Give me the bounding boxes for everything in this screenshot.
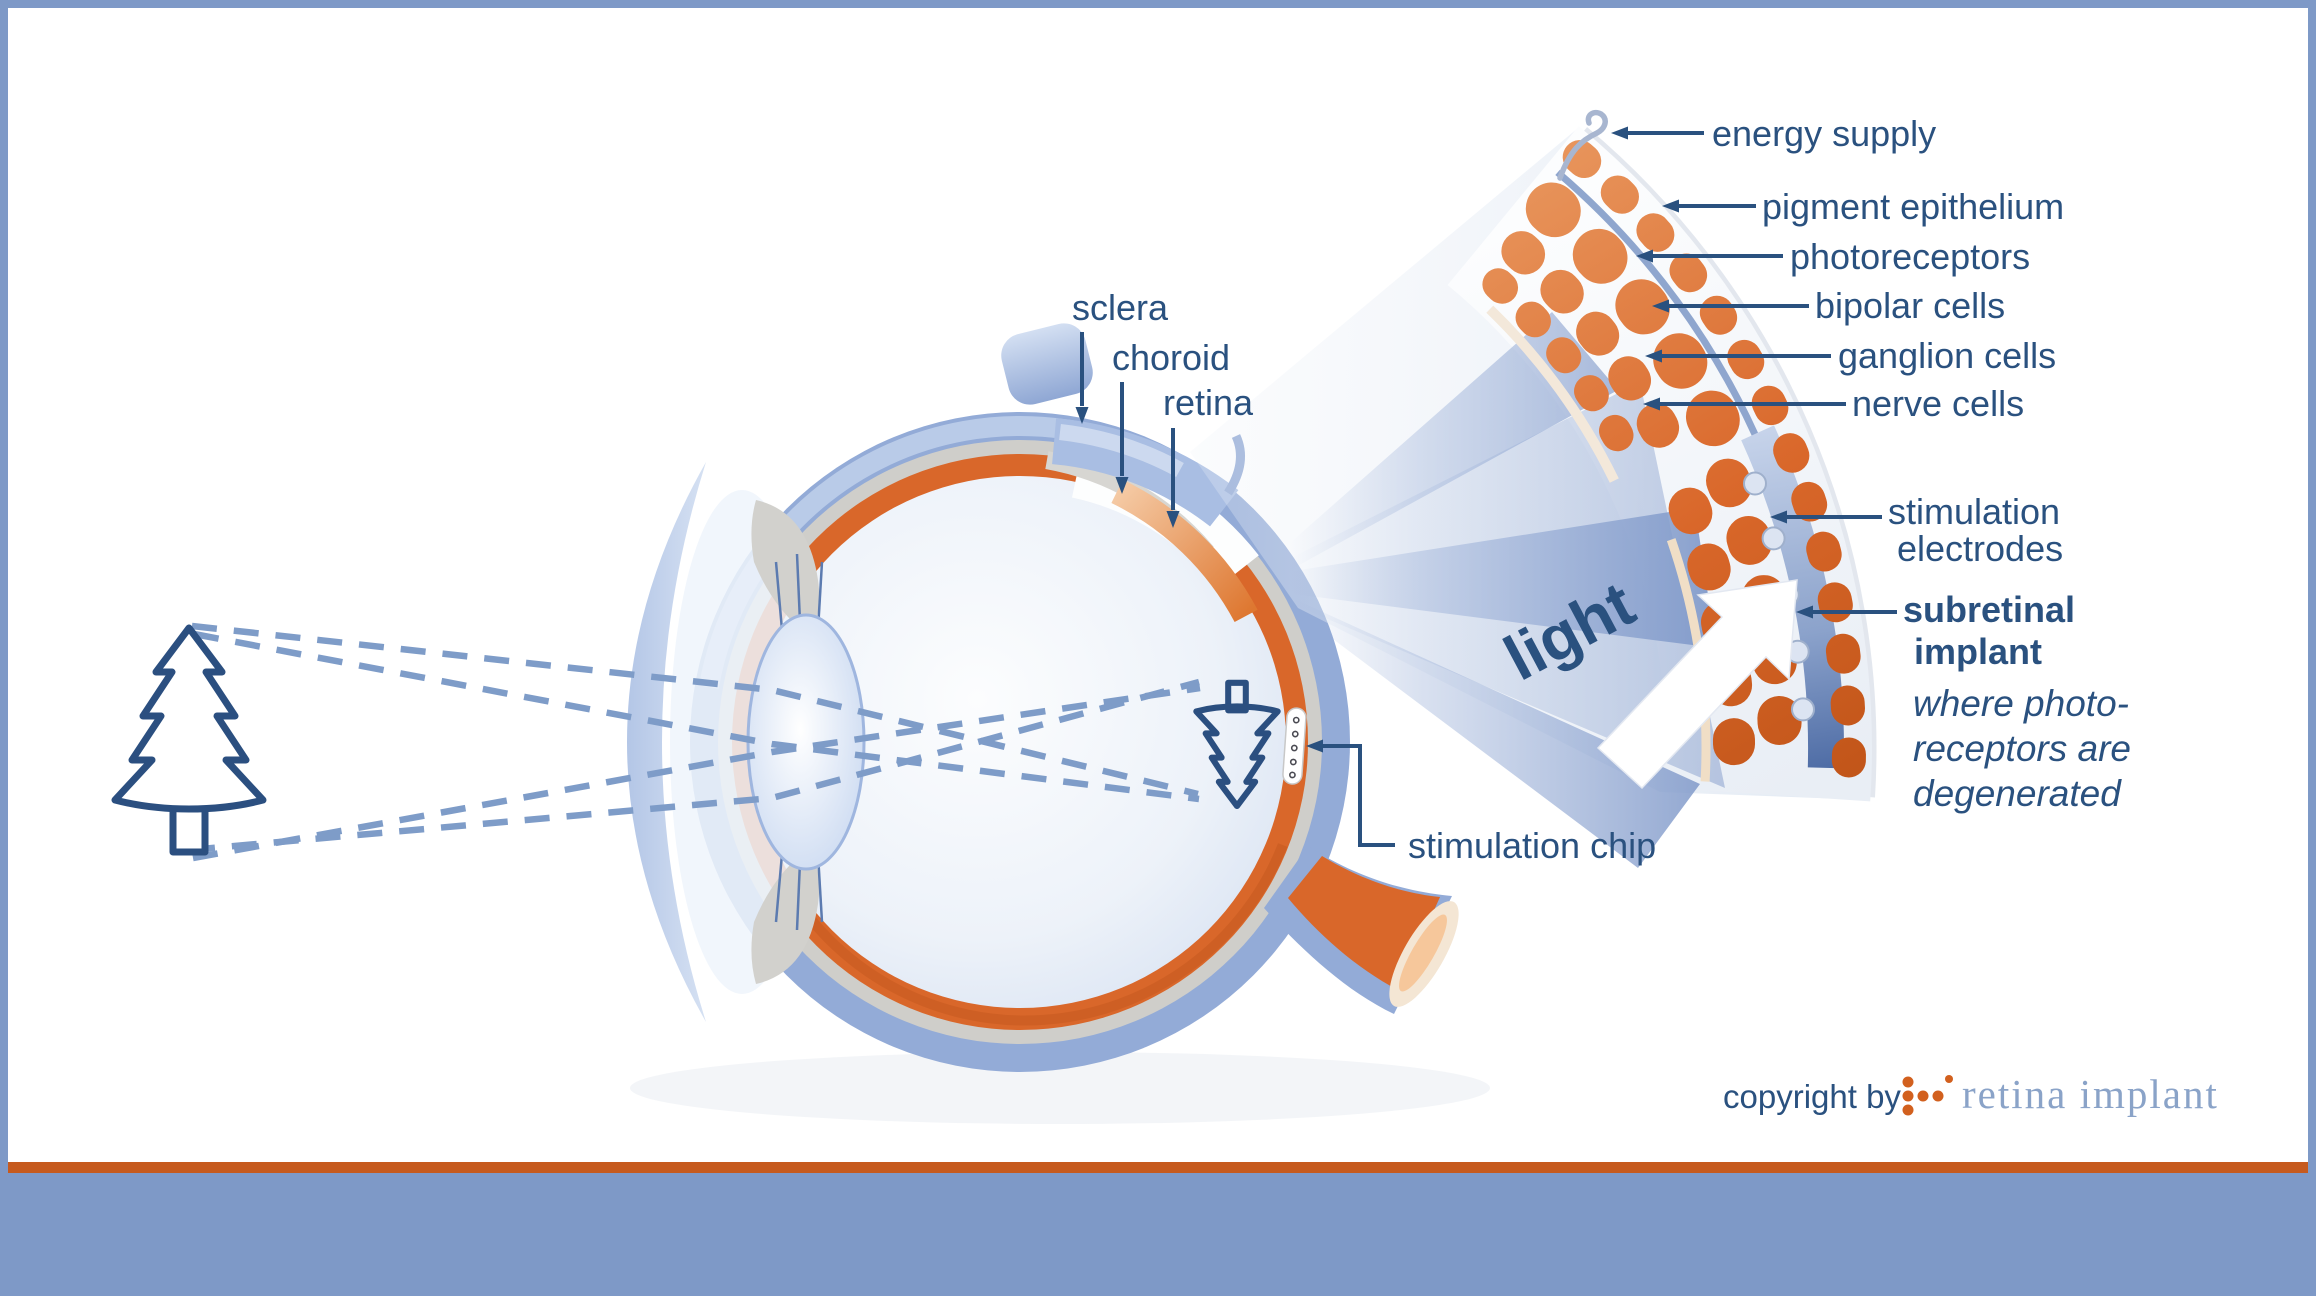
photoreceptors-arrow: [1636, 249, 1653, 263]
label-ganglion-cells: ganglion cells: [1838, 335, 2056, 376]
implant-foil: [1555, 169, 1767, 454]
tree-icon: [111, 624, 267, 856]
choroid-arrow: [1115, 477, 1129, 494]
label-photoreceptors: photoreceptors: [1790, 236, 2030, 277]
sclera-arrow: [1075, 407, 1089, 424]
stimulation-chip-shape: [1282, 707, 1307, 785]
stimulation-chip-arrow: [1306, 739, 1323, 753]
footer-blue-band: [0, 1173, 2316, 1296]
eye-layer-labels: sclera choroid retina: [1072, 287, 1254, 528]
label-stimulation-electrodes-2: electrodes: [1897, 528, 2063, 569]
stimulation-electrodes-arrow: [1770, 510, 1787, 524]
cornea: [627, 462, 706, 1022]
label-pigment-epithelium: pigment epithelium: [1762, 186, 2064, 227]
label-nerve-cells: nerve cells: [1852, 383, 2024, 424]
nerve-cells-layer: [1486, 305, 1619, 483]
ray-top-2: [193, 630, 1200, 803]
label-sclera: sclera: [1072, 287, 1169, 328]
light-rays: [189, 622, 1201, 862]
brand-text: retina implant: [1962, 1071, 2219, 1117]
sclera-flap: [1051, 418, 1239, 527]
footer-orange-stripe: [0, 1162, 2316, 1173]
bipolar-cells-arrow: [1652, 299, 1669, 313]
energy-supply-wire: [1557, 109, 1608, 181]
cell-row-lower-1: [1706, 458, 1803, 795]
label-bipolar-cells: bipolar cells: [1815, 285, 2005, 326]
label-retina: retina: [1163, 382, 1254, 423]
label-subretinal-implant-2: implant: [1914, 631, 2042, 672]
label-choroid: choroid: [1112, 337, 1230, 378]
light-arrow: [1596, 579, 1798, 790]
inverted-tree-image: [1193, 679, 1281, 810]
retina-layer-labels: energy supply pigment epithelium photore…: [1611, 113, 2064, 424]
bipolar-cells-layer: [1501, 231, 1695, 478]
label-stimulation-chip: stimulation chip: [1408, 825, 1656, 866]
beam-stripe-bottom: [1292, 598, 1700, 868]
retina-arrow: [1166, 511, 1180, 528]
sclera-peel-tab: [1001, 323, 1093, 405]
copyright-line: copyright by retina implant: [1723, 1071, 2219, 1117]
energy-supply-arrow: [1611, 126, 1628, 140]
anterior-chamber: [670, 490, 814, 994]
ganglion-cells-layer: [1482, 268, 1652, 486]
copyright-text: copyright by: [1723, 1078, 1901, 1115]
label-energy-supply: energy supply: [1712, 113, 1936, 154]
label-note-3: degenerated: [1913, 773, 2122, 814]
pigment-epithelium-arrow: [1662, 199, 1679, 213]
optic-nerve: [1264, 846, 1459, 1014]
retina-shade: [778, 843, 1288, 1026]
photoreceptors-layer: [1525, 182, 1750, 468]
retina-flap: [1111, 479, 1258, 623]
vitreous-body: [754, 476, 1286, 1008]
ray-bottom-2: [192, 684, 1201, 862]
implant-labels: stimulation electrodes subretinal implan…: [1306, 491, 2131, 866]
label-note-1: where photo-: [1913, 683, 2129, 724]
ciliary-body-top: [751, 500, 820, 632]
label-stimulation-electrodes-1: stimulation: [1888, 491, 2060, 532]
ciliary-body-bottom: [751, 852, 820, 984]
beam-stripe-top: [1282, 312, 1618, 570]
label-subretinal-implant-1: subretinal: [1903, 589, 2075, 630]
nerve-cells-arrow: [1643, 397, 1660, 411]
ganglion-cells-arrow: [1645, 349, 1662, 363]
optic-nerve-end-core: [1399, 914, 1447, 992]
beam-stripe-middle: [1287, 508, 1716, 648]
light-beam: [1282, 312, 1725, 868]
lens: [746, 613, 866, 871]
subretinal-implant-arrow: [1796, 605, 1813, 619]
retina-implant-logo: [1902, 1075, 1953, 1116]
eye-shadow: [630, 1052, 1490, 1124]
pigment-epithelium-layer: [1562, 140, 1866, 793]
label-note-2: receptors are: [1913, 728, 2131, 769]
